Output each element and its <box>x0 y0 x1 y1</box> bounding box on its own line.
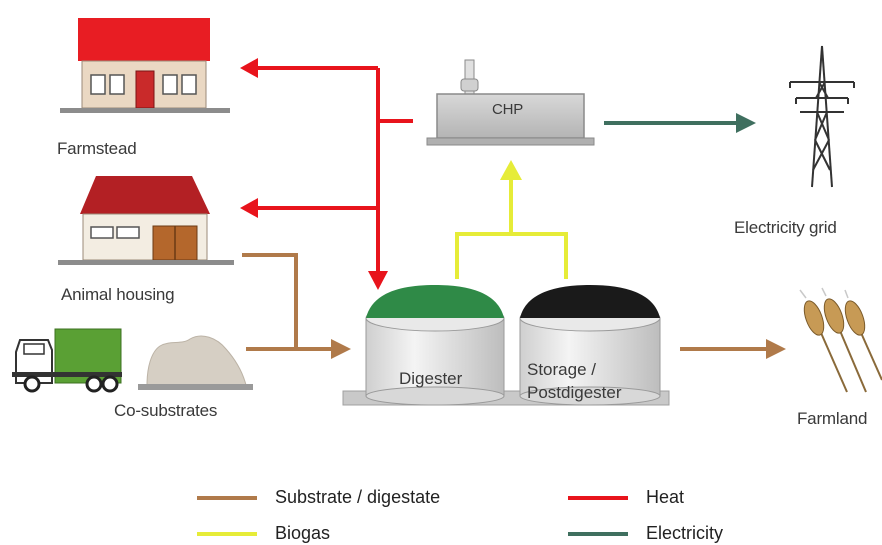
farmstead-label: Farmstead <box>57 139 137 158</box>
farmstead-icon <box>60 18 230 113</box>
legend-substrate-text: Substrate / digestate <box>275 487 441 507</box>
legend-electricity: Electricity <box>568 523 723 544</box>
heat-flows <box>258 66 413 272</box>
legend-substrate-swatch <box>197 495 257 500</box>
farmland-label: Farmland <box>797 409 868 428</box>
legend-biogas-text: Biogas <box>275 523 331 543</box>
animal-housing-label: Animal housing <box>61 285 175 304</box>
co-substrates-label: Co-substrates <box>114 401 218 420</box>
legend-substrate: Substrate / digestate <box>197 487 440 508</box>
chp-label: CHP <box>492 101 524 118</box>
storage-label-line1: Storage / <box>527 360 596 379</box>
legend-electricity-swatch <box>568 531 628 536</box>
digester-label: Digester <box>399 369 463 388</box>
electricity-grid-label: Electricity grid <box>734 218 837 237</box>
tanks-group <box>342 285 670 406</box>
legend-biogas-swatch <box>197 531 257 536</box>
co-substrate-heap-icon <box>138 335 253 390</box>
truck-icon <box>12 328 122 393</box>
animal-housing-icon <box>58 176 234 265</box>
storage-tank-icon <box>519 285 661 406</box>
electricity-pylon-icon <box>789 45 855 188</box>
legend-electricity-text: Electricity <box>646 523 724 543</box>
wheat-icon <box>799 287 882 393</box>
legend-biogas: Biogas <box>197 523 330 544</box>
legend-heat-swatch <box>568 495 628 500</box>
electricity-flow <box>604 113 756 133</box>
biogas-flow <box>455 160 568 279</box>
substrate-flows <box>242 253 768 351</box>
chp-unit-icon <box>426 59 595 146</box>
legend-heat-text: Heat <box>646 487 685 507</box>
storage-label-line2: Postdigester <box>527 383 622 402</box>
heat-arrowheads <box>240 58 388 290</box>
legend-heat: Heat <box>568 487 684 508</box>
digester-tank-icon <box>365 285 505 406</box>
substrate-arrowheads <box>331 339 786 359</box>
